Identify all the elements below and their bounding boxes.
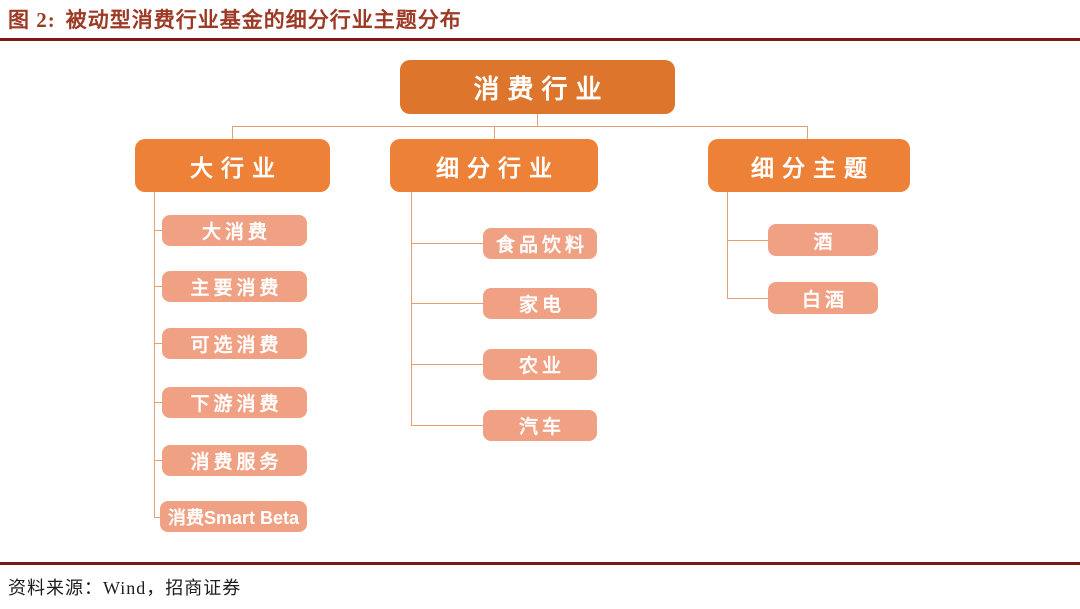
connector-col1-spine (154, 192, 155, 517)
source-row: 资料来源：Wind，招商证券 (8, 574, 241, 600)
connector-col2-stub (411, 364, 483, 365)
connector-col1-stub (154, 343, 162, 344)
tree-node-column2-header: 细分行业 (390, 139, 598, 192)
connector-col1-stub (154, 460, 162, 461)
tree-node-leaf: 可选消费 (162, 328, 307, 359)
tree-node-root: 消费行业 (400, 60, 675, 114)
source-text: Wind，招商证券 (103, 578, 242, 598)
connector-col2-stub (411, 303, 483, 304)
connector-root-stem (537, 114, 538, 126)
connector-drop-col1 (232, 126, 233, 139)
tree-node-leaf: 消费服务 (162, 445, 307, 476)
tree-node-leaf: 家电 (483, 288, 597, 319)
tree-node-leaf: 白酒 (768, 282, 878, 314)
connector-col3-stub (727, 240, 768, 241)
connector-col3-spine (727, 192, 728, 298)
figure-number-label: 图 2: (8, 8, 56, 32)
tree-node-column3-header: 细分主题 (708, 139, 910, 192)
tree-node-leaf: 下游消费 (162, 387, 307, 418)
title-rule (0, 38, 1080, 41)
figure-title-row: 图 2: 被动型消费行业基金的细分行业主题分布 (8, 4, 462, 34)
connector-rail (232, 126, 807, 127)
connector-col2-stub (411, 425, 483, 426)
connector-col2-stub (411, 243, 483, 244)
footer-rule (0, 562, 1080, 565)
tree-node-leaf: 食品饮料 (483, 228, 597, 259)
connector-col1-stub (154, 230, 162, 231)
tree-node-leaf: 大消费 (162, 215, 307, 246)
tree-node-leaf: 农业 (483, 349, 597, 380)
connector-col1-stub (154, 286, 162, 287)
tree-node-column1-header: 大行业 (135, 139, 330, 192)
connector-drop-col2 (494, 126, 495, 139)
connector-col1-stub (154, 402, 162, 403)
source-prefix: 资料来源： (8, 578, 103, 598)
tree-node-leaf: 主要消费 (162, 271, 307, 302)
connector-col2-spine (411, 192, 412, 425)
connector-drop-col3 (807, 126, 808, 139)
connector-col3-stub (727, 298, 768, 299)
tree-node-leaf: 汽车 (483, 410, 597, 441)
connector-col1-stub (154, 517, 162, 518)
tree-node-leaf: 酒 (768, 224, 878, 256)
tree-node-leaf: 消费Smart Beta (160, 501, 307, 532)
figure-title: 被动型消费行业基金的细分行业主题分布 (65, 8, 462, 32)
